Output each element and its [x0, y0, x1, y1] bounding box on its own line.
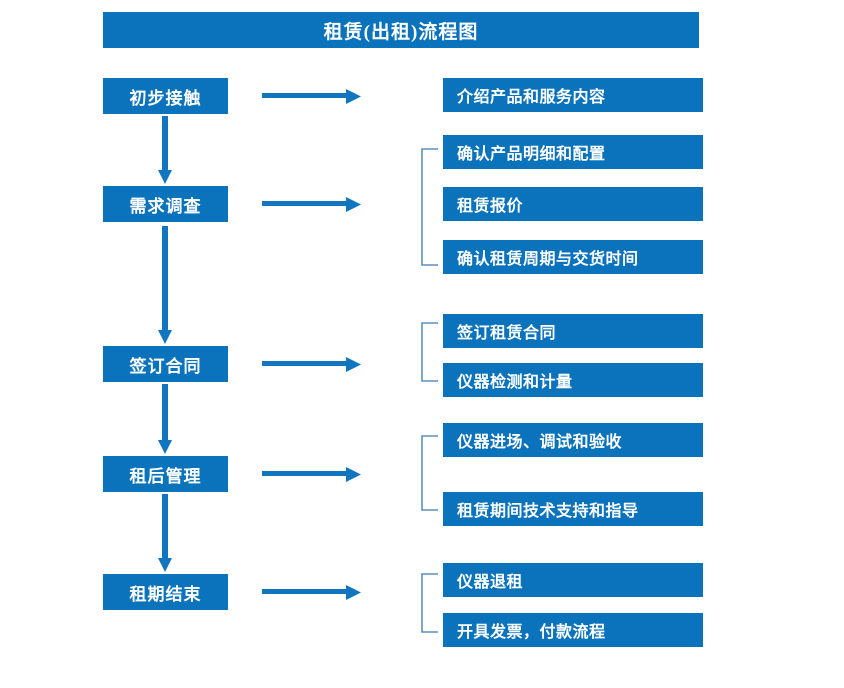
- arrow-stage-3-to-details: [262, 356, 362, 374]
- detail-box-sign-rental-contract[interactable]: 签订租赁合同: [443, 314, 703, 348]
- detail-label: 确认租赁周期与交货时间: [457, 251, 639, 268]
- detail-label: 开具发票，付款流程: [457, 624, 606, 641]
- stage-box-sign-contract[interactable]: 签订合同: [103, 346, 228, 382]
- stage-box-initial-contact[interactable]: 初步接触: [103, 78, 228, 114]
- stage-box-requirement-survey[interactable]: 需求调查: [103, 186, 228, 222]
- detail-label: 租赁期间技术支持和指导: [457, 503, 639, 520]
- detail-box-instrument-inspection[interactable]: 仪器检测和计量: [443, 363, 703, 397]
- detail-label: 介绍产品和服务内容: [457, 89, 606, 106]
- bracket-contract-group: [420, 322, 440, 382]
- page-title: 租赁(出租)流程图: [103, 12, 699, 48]
- stage-label: 初步接触: [129, 88, 202, 108]
- detail-box-technical-support[interactable]: 租赁期间技术支持和指导: [443, 492, 703, 526]
- detail-box-instrument-onsite-commissioning[interactable]: 仪器进场、调试和验收: [443, 423, 703, 457]
- stage-label: 需求调查: [129, 196, 202, 216]
- detail-label: 仪器检测和计量: [457, 374, 573, 391]
- arrow-stage-1-to-stage-2: [155, 116, 175, 184]
- stage-label: 租期结束: [129, 584, 202, 604]
- bracket-postrental-group: [420, 435, 440, 511]
- detail-label: 签订租赁合同: [457, 325, 557, 342]
- detail-box-confirm-product-spec[interactable]: 确认产品明细和配置: [443, 135, 703, 169]
- bracket-termination-group: [420, 573, 440, 633]
- detail-box-rental-quotation[interactable]: 租赁报价: [443, 187, 703, 221]
- detail-label: 确认产品明细和配置: [457, 146, 606, 163]
- arrow-stage-5-to-details: [262, 584, 362, 602]
- arrow-stage-4-to-details: [262, 466, 362, 484]
- detail-label: 仪器退租: [457, 574, 524, 591]
- detail-box-invoice-payment[interactable]: 开具发票，付款流程: [443, 613, 703, 647]
- bracket-requirement-group: [420, 148, 440, 266]
- arrow-stage-1-to-details: [262, 88, 362, 106]
- detail-box-instrument-return[interactable]: 仪器退租: [443, 563, 703, 597]
- stage-label: 租后管理: [129, 466, 202, 486]
- detail-label: 租赁报价: [457, 198, 524, 215]
- arrow-stage-2-to-details: [262, 196, 362, 214]
- detail-box-introduce-products[interactable]: 介绍产品和服务内容: [443, 78, 703, 112]
- stage-label: 签订合同: [129, 356, 202, 376]
- stage-box-post-rental-management[interactable]: 租后管理: [103, 456, 228, 492]
- stage-box-rental-end[interactable]: 租期结束: [103, 574, 228, 610]
- detail-box-confirm-period-delivery[interactable]: 确认租赁周期与交货时间: [443, 240, 703, 274]
- arrow-stage-2-to-stage-3: [155, 226, 175, 344]
- arrow-stage-4-to-stage-5: [155, 494, 175, 572]
- arrow-stage-3-to-stage-4: [155, 384, 175, 454]
- detail-label: 仪器进场、调试和验收: [457, 434, 623, 451]
